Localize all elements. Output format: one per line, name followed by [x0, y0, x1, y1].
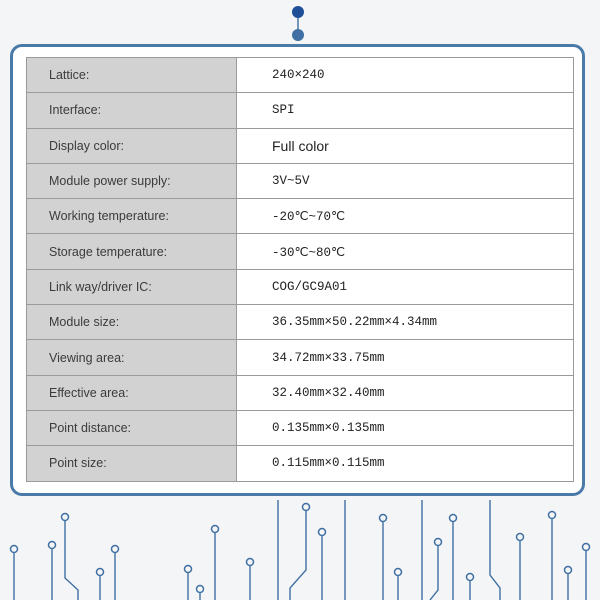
table-row: Interface: SPI [26, 92, 574, 129]
table-row: Link way/driver IC: COG/GC9A01 [26, 268, 574, 306]
spec-value: 32.40mm×32.40mm [236, 374, 574, 411]
table-row: Display color: Full color [26, 127, 574, 164]
spec-table: Lattice: 240×240 Interface: SPI Display … [26, 56, 574, 482]
table-row: Viewing area: 34.72mm×33.75mm [26, 339, 574, 376]
spec-value: 3V~5V [236, 162, 574, 200]
table-row: Module size: 36.35mm×50.22mm×4.34mm [26, 304, 574, 341]
spec-value: 0.115mm×0.115mm [236, 445, 574, 482]
spec-label: Working temperature: [26, 198, 237, 235]
table-row: Point size: 0.115mm×0.115mm [26, 445, 574, 482]
spec-label: Point distance: [26, 409, 237, 447]
table-row: Module power supply: 3V~5V [26, 162, 574, 200]
spec-label: Lattice: [26, 56, 237, 94]
spec-label: Module power supply: [26, 162, 237, 200]
table-row: Effective area: 32.40mm×32.40mm [26, 374, 574, 411]
spec-value: Full color [236, 127, 574, 164]
spec-label: Module size: [26, 304, 237, 341]
spec-value: SPI [236, 92, 574, 129]
spec-label: Display color: [26, 127, 237, 164]
spec-value: 240×240 [236, 56, 574, 94]
spec-value: 0.135mm×0.135mm [236, 409, 574, 447]
table-row: Lattice: 240×240 [26, 56, 574, 94]
spec-value: -20℃~70℃ [236, 198, 574, 235]
table-row: Point distance: 0.135mm×0.135mm [26, 409, 574, 447]
spec-value: 36.35mm×50.22mm×4.34mm [236, 304, 574, 341]
spec-label: Link way/driver IC: [26, 268, 237, 306]
table-row: Storage temperature: -30℃~80℃ [26, 233, 574, 270]
spec-value: -30℃~80℃ [236, 233, 574, 270]
spec-label: Viewing area: [26, 339, 237, 376]
spec-label: Point size: [26, 445, 237, 482]
spec-value: 34.72mm×33.75mm [236, 339, 574, 376]
table-row: Working temperature: -20℃~70℃ [26, 198, 574, 235]
spec-value: COG/GC9A01 [236, 268, 574, 306]
spec-label: Interface: [26, 92, 237, 129]
spec-label: Effective area: [26, 374, 237, 411]
spec-label: Storage temperature: [26, 233, 237, 270]
